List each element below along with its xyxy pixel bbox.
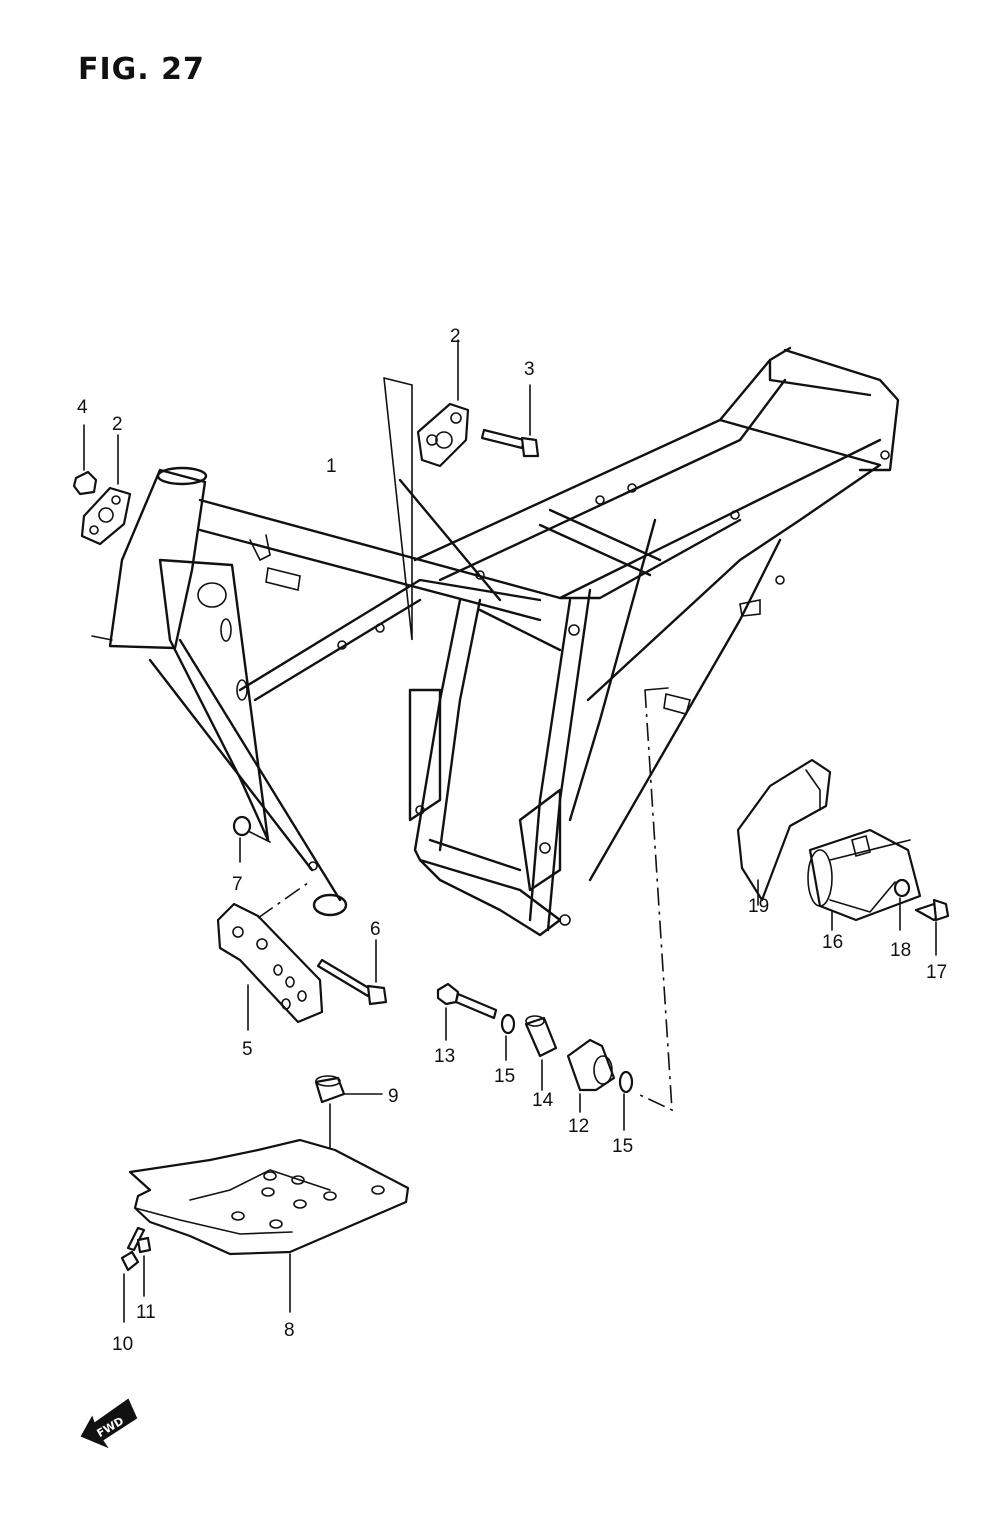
nut-4: [72, 424, 98, 496]
callout-label: 10: [112, 1334, 133, 1355]
callout-label: 18: [890, 940, 911, 961]
callout-label: 19: [748, 896, 769, 917]
cover-19: [736, 758, 832, 906]
skid-plate: [128, 1138, 410, 1313]
bolt-3: [480, 384, 540, 458]
cushion-12: [566, 1038, 616, 1113]
washer-15b: [618, 1070, 634, 1131]
callout-label: 14: [532, 1090, 554, 1111]
mount-plate-upper: [416, 339, 470, 468]
callout-label: 12: [568, 1116, 589, 1137]
callout-label: 2: [112, 414, 123, 435]
bolt-10: [120, 1226, 146, 1323]
callout-label: 7: [232, 874, 243, 895]
callout-label: 3: [524, 359, 535, 380]
spacer-14: [524, 1015, 558, 1091]
callout-label: 5: [242, 1039, 253, 1060]
nut-7: [232, 815, 271, 863]
callout-label: 16: [822, 932, 843, 953]
bolt-13: [436, 982, 498, 1041]
frame-drawing: [91, 346, 900, 1112]
cap-16: [807, 828, 922, 931]
callout-labels: 2 3 4 2 1 7 6 5 19 16 18 17 13 15 14 12 …: [77, 326, 947, 1355]
callout-label: 13: [434, 1046, 455, 1067]
callout-label: 17: [926, 962, 947, 983]
callout-label: 8: [284, 1320, 295, 1341]
screw-17: [914, 898, 950, 956]
callout-label: 1: [326, 456, 337, 477]
collar-11: [136, 1236, 152, 1297]
callout-label: 15: [612, 1136, 633, 1157]
callout-label: 2: [450, 326, 461, 347]
mount-plate-left: [80, 434, 132, 546]
callout-label: 15: [494, 1066, 515, 1087]
callout-label: 9: [388, 1086, 399, 1107]
callout-label: 4: [77, 397, 88, 418]
washer-15a: [500, 1013, 516, 1061]
bolt-6: [316, 939, 388, 1006]
guard-plate: [216, 879, 324, 1031]
forward-direction-arrow: FWD: [80, 1398, 138, 1449]
callout-label: 6: [370, 919, 381, 940]
callout-label: 11: [136, 1302, 156, 1323]
washer-18: [893, 878, 911, 931]
figure-title: FIG. 27: [78, 52, 205, 87]
